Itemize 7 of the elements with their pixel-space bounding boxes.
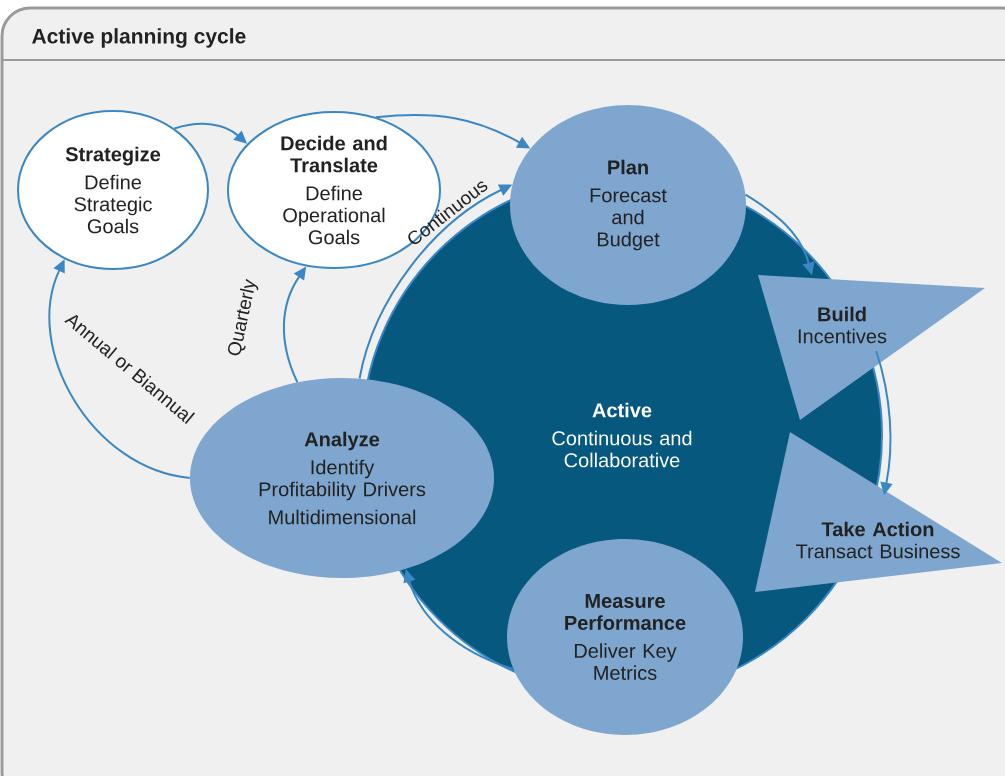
ellipse-node: Measure Performance Deliver Key Metrics: [507, 539, 743, 735]
title: Active planning cycle: [32, 28, 246, 48]
triangle-node: Take Action Transact Business: [755, 432, 1002, 592]
edge-label: Quarterly: [228, 278, 259, 356]
ellipse-node: Strategize Define Strategic Goals: [17, 110, 209, 270]
triangle-node: Build Incentives: [758, 275, 985, 420]
ellipse-node: Plan Forecast and Budget: [510, 105, 746, 305]
